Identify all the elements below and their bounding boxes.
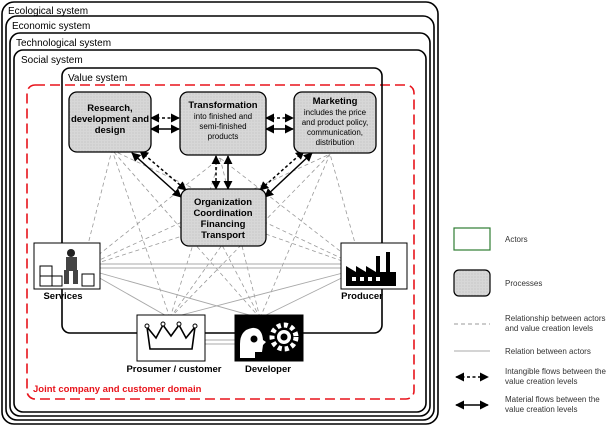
actor-producer: Producer <box>340 242 408 302</box>
factory-icon <box>346 252 396 286</box>
technological-system-label: Technological system <box>16 38 111 49</box>
crown-icon <box>145 323 197 350</box>
joint-domain-label: Joint company and customer domain <box>33 384 202 395</box>
developer-gear-icon <box>240 322 299 358</box>
research-line-1: Research, <box>87 103 132 114</box>
transformation-line-4: products <box>208 132 239 141</box>
services-label: Services <box>43 291 82 302</box>
joint-domain-frame <box>26 84 415 400</box>
legend-relationship-line-2: and value creation levels <box>505 324 593 333</box>
producer-label: Producer <box>341 291 383 302</box>
value-system-frame <box>61 67 383 334</box>
legend-relation-label: Relation between actors <box>505 347 591 356</box>
legend-intangible-line-1: Intangible flows between the <box>505 367 607 376</box>
actor-developer: Developer <box>234 314 304 375</box>
legend-processes-swatch <box>453 269 491 297</box>
economic-system-label: Economic system <box>12 21 90 32</box>
organization-line-2: Coordination <box>193 208 252 219</box>
actor-services: Services <box>33 242 101 302</box>
process-organization: Organization Coordination Financing Tran… <box>180 188 267 247</box>
prosumer-label: Prosumer / customer <box>126 364 221 375</box>
social-system-frame <box>13 49 427 413</box>
ecological-system-label: Ecological system <box>8 6 88 17</box>
actor-prosumer: Prosumer / customer <box>126 314 222 375</box>
technological-system-frame <box>9 32 431 417</box>
transformation-line-2: into finished and <box>194 112 252 121</box>
economic-system-frame <box>5 15 435 421</box>
marketing-line-3: and product policy, <box>302 118 369 127</box>
social-system-label: Social system <box>21 55 83 66</box>
material-flows <box>131 124 313 198</box>
process-transformation: Transformation into finished and semi-fi… <box>179 91 267 156</box>
transformation-line-3: semi-finished <box>199 122 246 131</box>
developer-label: Developer <box>245 364 291 375</box>
value-system-label: Value system <box>68 73 127 84</box>
marketing-line-2: includes the price <box>304 108 367 117</box>
research-line-3: design <box>95 125 126 136</box>
legend: Actors Processes Relationship between ac… <box>453 227 607 414</box>
legend-intangible-line-2: value creation levels <box>505 377 577 386</box>
research-line-2: development and <box>71 114 149 125</box>
legend-actors-swatch <box>453 227 491 251</box>
marketing-line-5: distribution <box>316 138 355 147</box>
organization-line-1: Organization <box>194 197 252 208</box>
legend-processes-label: Processes <box>505 279 542 288</box>
marketing-title: Marketing <box>313 96 358 107</box>
legend-material-line-1: Material flows between the <box>505 395 600 404</box>
organization-line-4: Transport <box>201 230 246 241</box>
process-marketing: Marketing includes the price and product… <box>293 91 377 154</box>
process-research: Research, development and design <box>68 91 152 153</box>
organization-line-3: Financing <box>201 219 246 230</box>
legend-relationship-line-1: Relationship between actors <box>505 314 606 323</box>
transformation-title: Transformation <box>188 100 257 111</box>
actor-relation-lines <box>81 263 363 345</box>
ecological-system-frame <box>1 1 439 425</box>
delivery-worker-icon <box>39 249 95 287</box>
legend-actors-label: Actors <box>505 235 528 244</box>
marketing-line-4: communication, <box>307 128 363 137</box>
legend-material-line-2: value creation levels <box>505 405 577 414</box>
